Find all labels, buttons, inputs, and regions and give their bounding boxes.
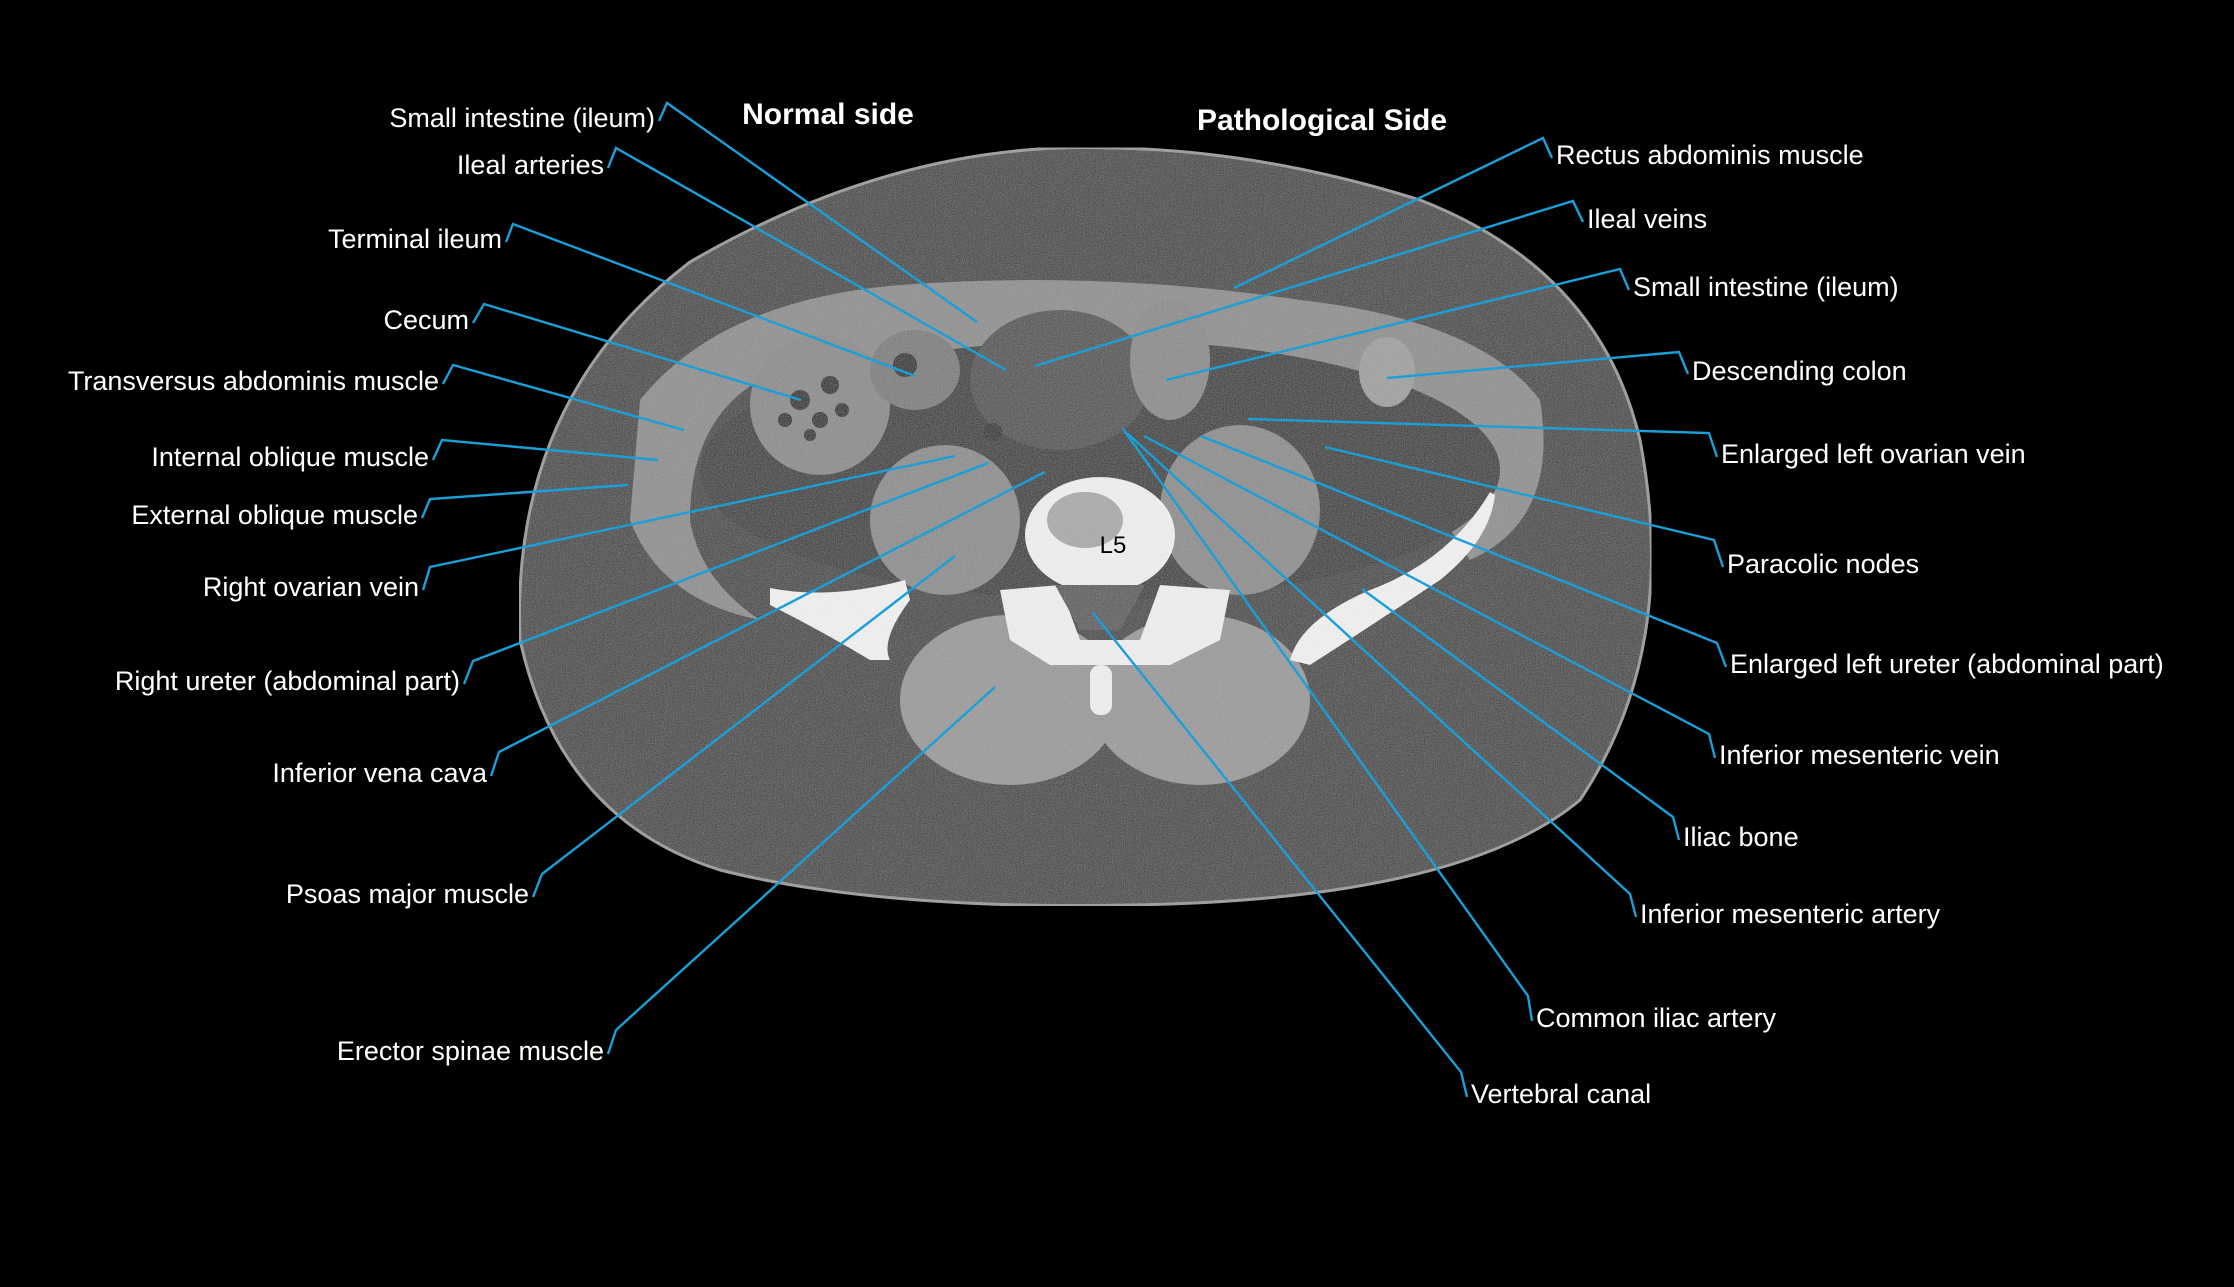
- leader-line: [657, 101, 978, 323]
- label-right-ovarian-vein: Right ovarian vein: [203, 572, 419, 602]
- label-external-oblique-muscle: External oblique muscle: [131, 500, 418, 530]
- annotation-left-terminal-ileum: Terminal ileum: [328, 222, 916, 378]
- annotation-right-enlarged-left-ovarian-vein: Enlarged left ovarian vein: [1247, 417, 2026, 469]
- label-paracolic-nodes: Paracolic nodes: [1727, 549, 1919, 579]
- label-iliac-bone: Iliac bone: [1683, 822, 1799, 852]
- iliac-bone-right: [770, 580, 910, 660]
- label-erector-spinae-muscle: Erector spinae muscle: [337, 1036, 604, 1066]
- leader-line: [606, 686, 996, 1055]
- annotation-right-common-iliac-artery: Common iliac artery: [1122, 428, 1777, 1033]
- annotation-left-ileal-arteries: Ileal arteries: [457, 146, 1007, 372]
- annotation-left-transversus-abdominis-muscle: Transversus abdominis muscle: [68, 363, 685, 432]
- leader-line: [431, 438, 659, 462]
- leader-line: [1143, 434, 1717, 759]
- leader-line: [1092, 612, 1469, 1098]
- annotation-left-external-oblique-muscle: External oblique muscle: [131, 483, 629, 530]
- annotation-right-inferior-mesenteric-vein: Inferior mesenteric vein: [1143, 434, 2000, 770]
- leader-line: [420, 483, 629, 519]
- label-common-iliac-artery: Common iliac artery: [1536, 1003, 1777, 1033]
- label-inferior-mesenteric-artery: Inferior mesenteric artery: [1640, 899, 1941, 929]
- small-bowel-right: [1130, 300, 1210, 420]
- label-enlarged-left-ovarian-vein: Enlarged left ovarian vein: [1721, 439, 2026, 469]
- leader-line: [504, 222, 916, 378]
- leader-line: [1034, 199, 1585, 368]
- annotation-right-paracolic-nodes: Paracolic nodes: [1324, 445, 1919, 579]
- label-rectus-abdominis-muscle: Rectus abdominis muscle: [1556, 140, 1864, 170]
- label-ileal-arteries: Ileal arteries: [457, 150, 604, 180]
- leader-line: [1386, 350, 1690, 380]
- annotation-left-right-ureter-abdominal-part: Right ureter (abdominal part): [115, 461, 989, 696]
- spinous-process: [1090, 665, 1112, 715]
- leader-line: [1126, 432, 1638, 918]
- label-cecum: Cecum: [383, 305, 469, 335]
- vertebra-level-label: L5: [1100, 532, 1127, 559]
- annotation-right-descending-colon: Descending colon: [1386, 350, 1907, 386]
- label-internal-oblique-muscle: Internal oblique muscle: [151, 442, 429, 472]
- label-descending-colon: Descending colon: [1692, 356, 1907, 386]
- iliac-bone-left: [1290, 492, 1495, 665]
- leader-line: [1122, 428, 1534, 1022]
- annotation-right-ileal-veins: Ileal veins: [1034, 199, 1707, 368]
- label-transversus-abdominis-muscle: Transversus abdominis muscle: [68, 366, 439, 396]
- leader-line: [1324, 445, 1725, 568]
- label-inferior-mesenteric-vein: Inferior mesenteric vein: [1719, 740, 2000, 770]
- normal-side-heading: Normal side: [742, 98, 914, 131]
- pathological-side-heading: Pathological Side: [1197, 104, 1447, 137]
- leader-line: [606, 146, 1007, 372]
- label-right-ureter-abdominal-part: Right ureter (abdominal part): [115, 666, 460, 696]
- posterior-elements: [1000, 585, 1230, 665]
- leader-line: [1233, 136, 1554, 290]
- annotation-right-vertebral-canal: Vertebral canal: [1092, 612, 1651, 1109]
- label-terminal-ileum: Terminal ileum: [328, 224, 502, 254]
- leader-line: [471, 302, 802, 402]
- label-small-intestine-ileum: Small intestine (ileum): [389, 103, 655, 133]
- leader-line: [531, 555, 956, 898]
- annotation-right-inferior-mesenteric-artery: Inferior mesenteric artery: [1126, 432, 1941, 929]
- leader-line: [1165, 267, 1631, 382]
- annotation-left-inferior-vena-cava: Inferior vena cava: [272, 470, 1046, 788]
- leader-line: [462, 461, 989, 685]
- left-annotation-group: Small intestine (ileum) Ileal arteriesTer…: [68, 101, 1046, 1066]
- leader-line: [1247, 417, 1719, 458]
- annotation-right-small-intestine-ileum: Small intestine (ileum): [1165, 267, 1899, 382]
- psoas-right: [870, 445, 1020, 595]
- leader-line: [489, 470, 1046, 777]
- cecum-shape: [750, 335, 890, 475]
- annotation-left-right-ovarian-vein: Right ovarian vein: [203, 454, 956, 602]
- leader-line: [441, 363, 685, 432]
- vertebral-canal-shape: [1055, 585, 1145, 630]
- label-psoas-major-muscle: Psoas major muscle: [286, 879, 529, 909]
- label-small-intestine-ileum: Small intestine (ileum): [1633, 272, 1899, 302]
- annotation-left-erector-spinae-muscle: Erector spinae muscle: [337, 686, 996, 1066]
- ct-scan-image: [517, 146, 1653, 908]
- annotation-left-small-intestine-ileum: Small intestine (ileum): [389, 101, 978, 323]
- annotation-right-enlarged-left-ureter-abdominal-part: Enlarged left ureter (abdominal part): [1200, 434, 2164, 679]
- leader-line: [1200, 434, 1728, 668]
- annotation-left-cecum: Cecum: [383, 302, 802, 402]
- annotation-left-internal-oblique-muscle: Internal oblique muscle: [151, 438, 659, 472]
- annotation-right-iliac-bone: Iliac bone: [1361, 588, 1799, 852]
- annotation-right-rectus-abdominis-muscle: Rectus abdominis muscle: [1233, 136, 1864, 290]
- leader-line: [1361, 588, 1681, 841]
- label-ileal-veins: Ileal veins: [1587, 204, 1707, 234]
- label-vertebral-canal: Vertebral canal: [1471, 1079, 1651, 1109]
- label-enlarged-left-ureter-abdominal-part: Enlarged left ureter (abdominal part): [1730, 649, 2164, 679]
- leader-line: [421, 454, 956, 591]
- label-inferior-vena-cava: Inferior vena cava: [272, 758, 488, 788]
- annotation-left-psoas-major-muscle: Psoas major muscle: [286, 555, 956, 909]
- descending-colon-shape: [1359, 337, 1415, 407]
